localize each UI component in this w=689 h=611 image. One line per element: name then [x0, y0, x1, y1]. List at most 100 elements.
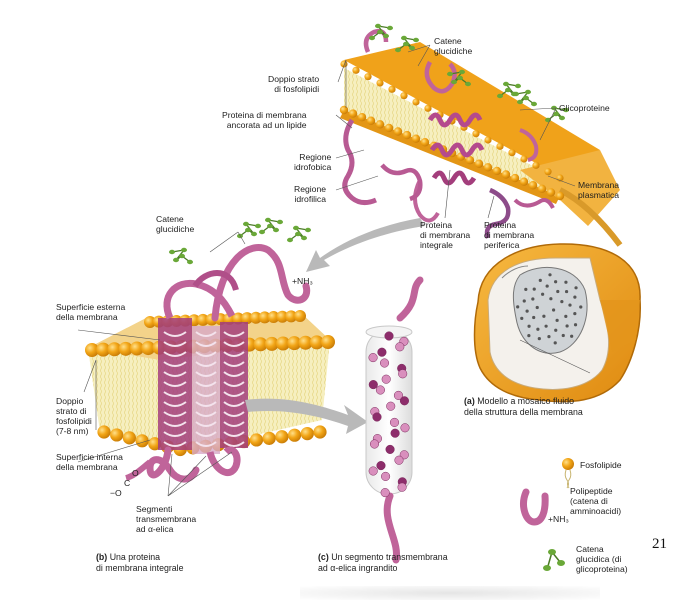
sugar-unit [277, 219, 283, 225]
lipid-head [258, 311, 271, 324]
page-shadow [300, 586, 600, 600]
lipid-head [472, 130, 480, 138]
lipid-head [402, 130, 412, 140]
helix-turn [195, 411, 217, 417]
sugar-unit [515, 83, 521, 89]
lipid-head [287, 336, 302, 351]
sugar-chain [513, 89, 537, 107]
label-sugar-chains-b: Catene glucidiche [156, 214, 195, 234]
nuclear-pore [556, 289, 560, 294]
lipid-head [135, 434, 149, 448]
helix-turn [163, 401, 187, 407]
helix-turn [195, 391, 217, 397]
helix-turn [163, 351, 187, 357]
lipid-head [309, 335, 324, 350]
amino-acid [377, 347, 387, 357]
lipid-head [300, 426, 314, 441]
caption-c-text: Un segmento transmembrana ad α-elica ing… [318, 552, 448, 573]
label-nh3-b: +NH₃ [292, 276, 313, 286]
sugar-unit [375, 23, 381, 29]
nuclear-pore [542, 314, 546, 318]
sugar-chain [287, 225, 311, 243]
amino-acid [386, 401, 396, 411]
sugar-chain [259, 217, 283, 235]
lipid-head [555, 191, 565, 201]
lipid-head [107, 342, 122, 357]
lipid-head [388, 85, 396, 93]
label-inner-surface: Superficie interna della membrana [56, 452, 123, 472]
slab-lipid-heads [339, 60, 565, 201]
sugar-chain [447, 69, 471, 87]
hydrophilic-protein [380, 163, 423, 202]
helix-turn [223, 411, 245, 417]
legend-phospholipid-label: Fosfolipide [580, 460, 622, 470]
anchored-protein [342, 118, 377, 206]
label-lipid-anchored-protein: Proteina di membrana ancorata ad un lipi… [222, 110, 307, 130]
lipid-head [465, 155, 475, 165]
lipid-head [348, 109, 358, 118]
helix-turn [163, 421, 187, 427]
amino-acid [368, 380, 378, 390]
helix-turn [163, 371, 187, 377]
sugar-unit [295, 231, 301, 237]
amino-acid [389, 417, 400, 427]
fluid-mosaic-slab [340, 42, 623, 247]
lipid-head [393, 127, 403, 136]
nuclear-pore [516, 305, 520, 309]
nuclear-pore [525, 309, 529, 313]
sugar-unit [293, 225, 299, 231]
lipid-head [262, 431, 276, 445]
sugar-unit [245, 227, 251, 233]
lipid-head [285, 310, 298, 323]
lipid-head [223, 312, 236, 325]
lipid-head [298, 335, 313, 350]
lipid-head [501, 170, 511, 179]
nuclear-pore [565, 324, 569, 328]
amino-acid [394, 455, 404, 465]
label-phospholipid-bilayer: Doppio strato di fosfolipidi [268, 74, 320, 94]
legend-sugar-icon [543, 549, 565, 571]
caption-b-text: Una proteina di membrana integrale [96, 552, 184, 573]
sugar-unit [267, 223, 273, 229]
sugar-unit [497, 93, 503, 99]
sugar-unit [523, 95, 529, 101]
sugar-unit [243, 221, 249, 227]
lipid-head [249, 311, 262, 324]
lipid-head [294, 310, 306, 322]
nuclear-pore [547, 335, 551, 339]
sugar-unit [403, 41, 409, 47]
nuclear-pore [536, 327, 540, 331]
label-hydrophilic-region: Regione idrofilica [294, 184, 327, 204]
glycoprotein-sugars-a [369, 23, 569, 123]
sugar-unit [563, 107, 569, 113]
sugar-unit [457, 75, 463, 81]
lipid-head [484, 136, 492, 144]
sugar-unit [377, 29, 383, 35]
lipid-head [144, 316, 156, 328]
label-bilayer-thickness: Doppio strato di fosfolipidi (7-8 nm) [56, 396, 92, 436]
lipid-head [287, 428, 302, 442]
lipid-head [474, 159, 484, 168]
sugar-unit [513, 91, 519, 97]
amino-acid [372, 412, 382, 422]
lipid-head [241, 312, 254, 325]
lipid-head [366, 116, 376, 125]
helix-turn [223, 361, 245, 367]
lipid-head [339, 105, 349, 115]
lipid-head [357, 112, 367, 122]
sugar-unit [301, 235, 307, 241]
sugar-unit [305, 227, 311, 233]
amino-acid [390, 428, 400, 438]
helix-turn [163, 411, 187, 417]
helix-turn [223, 371, 245, 377]
amino-acid [369, 439, 380, 449]
sugar-unit [553, 111, 559, 117]
amino-acid [381, 374, 391, 384]
lipid-head [118, 341, 133, 356]
helix-turn [195, 421, 217, 427]
caption-a: (a) Modello a mosaico fluido della strut… [464, 396, 583, 417]
sugar-unit [287, 237, 293, 243]
lipid-head [276, 336, 291, 351]
